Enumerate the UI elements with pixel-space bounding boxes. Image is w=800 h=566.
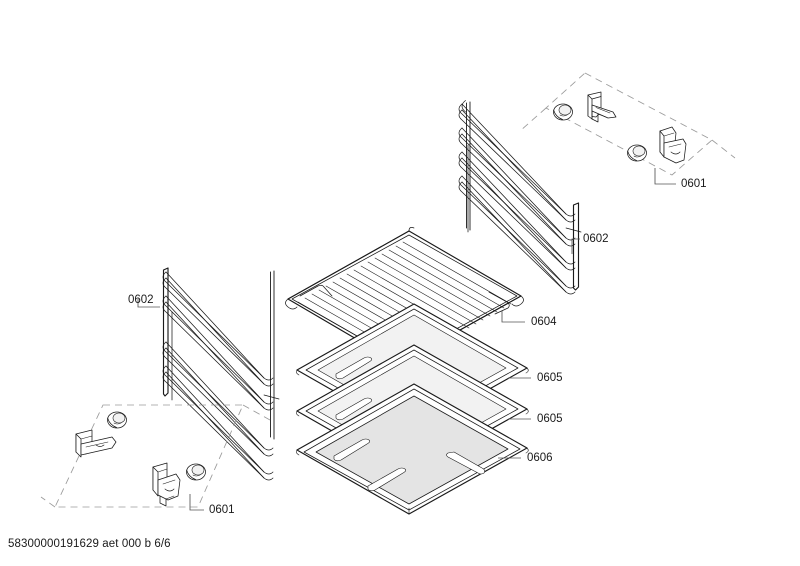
leader-0602-left	[137, 299, 160, 308]
callout-box-bottom-left	[40, 404, 271, 508]
shelf-support-rail-right	[458, 100, 582, 295]
part-label-0601-bottom: 0601	[209, 504, 235, 516]
shelf-support-rail-left	[162, 267, 280, 481]
roasting-pan	[296, 383, 529, 515]
part-label-0601-top: 0601	[681, 178, 707, 190]
leader-0601-top	[654, 168, 676, 185]
part-label-0604: 0604	[531, 316, 557, 328]
leader-0601-bottom	[189, 494, 204, 511]
part-label-0606: 0606	[527, 452, 553, 464]
part-label-0602-left: 0602	[128, 294, 154, 306]
part-label-0602-right: 0602	[583, 233, 609, 245]
leader-0602-right	[571, 238, 580, 254]
part-label-0605-lower: 0605	[537, 413, 563, 425]
leader-0604	[501, 311, 525, 323]
fixings-bottom-parts	[75, 411, 206, 507]
callout-box-top-right	[519, 72, 736, 176]
part-label-0605-upper: 0605	[537, 372, 563, 384]
document-footer-id: 58300000191629 aet 000 b 6/6	[8, 538, 171, 550]
fixings-top-parts	[553, 91, 687, 164]
